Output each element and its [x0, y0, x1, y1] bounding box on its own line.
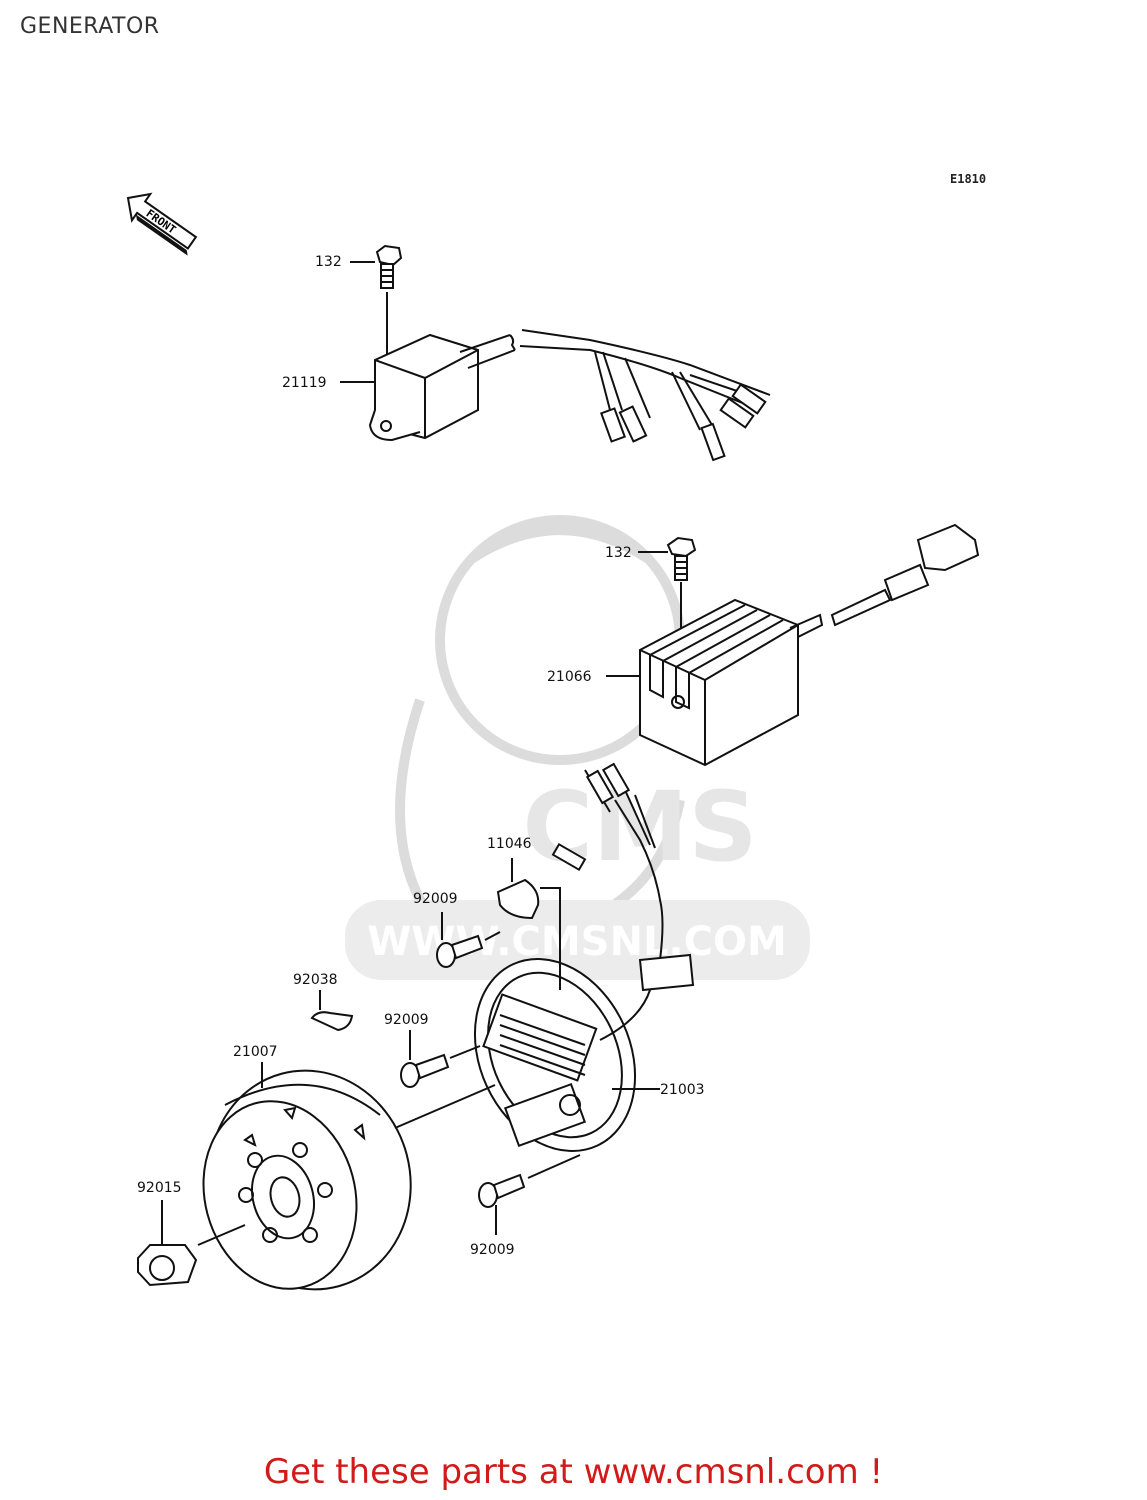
watermark-logo: CMS — [522, 771, 757, 883]
screw-clamp — [436, 934, 484, 968]
front-arrow-icon: FRONT — [126, 192, 198, 256]
callout-92009-clamp: 92009 — [413, 891, 458, 907]
watermark-url-banner — [345, 900, 810, 980]
cdi-unit — [368, 329, 771, 462]
callouts: 132 21119 132 21066 11046 92009 92038 92… — [137, 254, 705, 1258]
callout-21119: 21119 — [282, 375, 327, 391]
callout-21003: 21003 — [660, 1082, 705, 1098]
stator-assembly — [473, 762, 695, 1153]
callout-92009-stator: 92009 — [384, 1012, 429, 1028]
footer-parts-link[interactable]: Get these parts at www.cmsnl.com ! — [263, 1452, 884, 1492]
callout-21066: 21066 — [547, 669, 592, 685]
woodruff-key — [310, 1011, 354, 1032]
callout-132-cdi: 132 — [315, 254, 342, 270]
screw-stator — [400, 1053, 450, 1088]
screw-bottom — [478, 1173, 526, 1208]
wire-clamp — [496, 878, 540, 920]
callout-92015: 92015 — [137, 1180, 182, 1196]
callout-92038: 92038 — [293, 972, 338, 988]
callout-132-regulator: 132 — [605, 545, 632, 561]
bolt-regulator — [666, 536, 697, 581]
voltage-regulator — [639, 523, 980, 767]
callout-92009-bottom: 92009 — [470, 1242, 515, 1258]
page-title: GENERATOR — [20, 14, 160, 39]
diagram-code: E1810 — [950, 172, 987, 186]
bolt-cdi — [375, 244, 403, 289]
watermark-url: WWW.CMSNL.COM — [367, 919, 787, 965]
callout-11046: 11046 — [487, 836, 532, 852]
flywheel-nut — [137, 1244, 198, 1287]
watermark: CMS WWW.CMSNL.COM — [345, 515, 810, 980]
callout-21007: 21007 — [233, 1044, 278, 1060]
flywheel-rotor — [202, 1069, 412, 1291]
